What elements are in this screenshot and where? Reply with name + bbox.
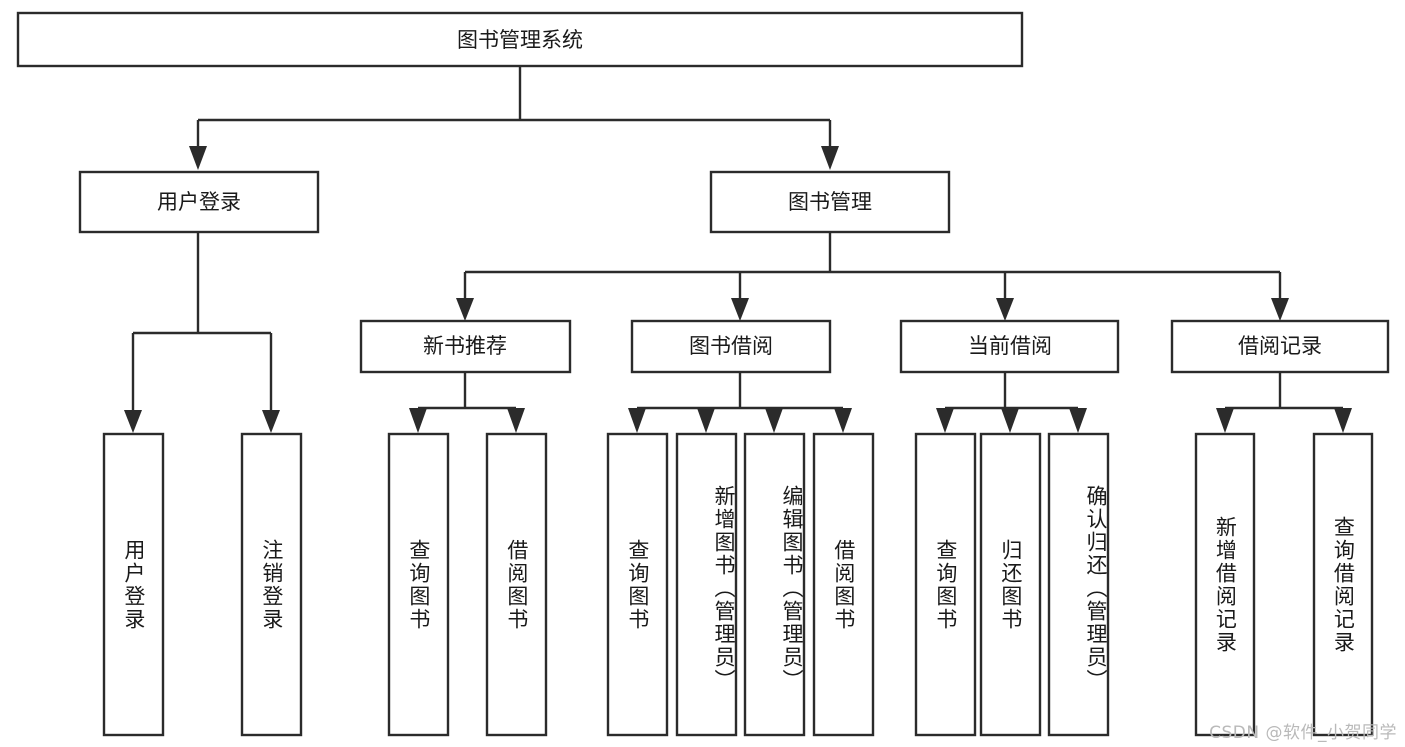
arrow-head-level3-1 (731, 298, 749, 321)
leaf-box-new-book-1[interactable] (485, 432, 548, 737)
arrow-head-leaf-user-login-1 (262, 410, 280, 433)
leaf-box-borrow-record-1[interactable] (1312, 432, 1374, 737)
node-current-borrow-box[interactable] (899, 319, 1120, 374)
connector-group-new-book (409, 372, 525, 433)
arrow-head-leaf-bookborrow-1 (697, 408, 715, 433)
arrow-head-level3-2 (996, 298, 1014, 321)
arrow-head-leaf-newbook-0 (409, 408, 427, 433)
arrow-head-leaf-bookborrow-3 (834, 408, 852, 433)
node-borrow-record-box[interactable] (1170, 319, 1390, 374)
leaf-box-book-borrow-0[interactable] (606, 432, 669, 737)
arrow-head-leaf-borrowrecord-1 (1334, 408, 1352, 433)
leaf-box-current-borrow-1[interactable] (979, 432, 1042, 737)
leaf-box-user-login-0[interactable] (102, 432, 165, 737)
leaf-box-borrow-record-0[interactable] (1194, 432, 1256, 737)
connector-group-borrow-record (1216, 372, 1352, 433)
node-root-box[interactable] (16, 11, 1024, 68)
arrow-head-leaf-newbook-1 (507, 408, 525, 433)
arrow-head-leaf-borrowrecord-0 (1216, 408, 1234, 433)
node-book-borrow-box[interactable] (630, 319, 832, 374)
arrow-head-leaf-currentborrow-0 (936, 408, 954, 433)
leaf-box-current-borrow-2[interactable] (1047, 432, 1110, 737)
node-new-book-recommend-box[interactable] (359, 319, 572, 374)
node-book-borrow-label: 图书借阅 (689, 334, 773, 358)
arrow-head-level3-3 (1271, 298, 1289, 321)
node-book-management-box[interactable] (709, 170, 951, 234)
leaf-box-book-borrow-1[interactable] (675, 432, 738, 737)
leaf-box-book-borrow-3[interactable] (812, 432, 875, 737)
node-new-book-recommend-label: 新书推荐 (423, 334, 507, 358)
connector-group-user-login (124, 232, 280, 433)
connector-group-book-borrow (628, 372, 852, 433)
leaf-box-book-borrow-2[interactable] (743, 432, 806, 737)
arrow-head-book-mgmt (821, 146, 839, 170)
csdn-watermark: CSDN @软件_小贺同学 (1209, 723, 1397, 743)
arrow-head-leaf-user-login-0 (124, 410, 142, 433)
arrow-head-leaf-bookborrow-2 (765, 408, 783, 433)
connector-group-current-borrow (936, 372, 1087, 433)
node-borrow-record-label: 借阅记录 (1238, 334, 1322, 358)
leaf-box-new-book-0[interactable] (387, 432, 450, 737)
arrow-head-leaf-currentborrow-1 (1001, 408, 1019, 433)
arrow-head-leaf-currentborrow-2 (1069, 408, 1087, 433)
connector-group-book-mgmt (456, 232, 1289, 321)
node-root-label: 图书管理系统 (457, 28, 583, 52)
arrow-head-leaf-bookborrow-0 (628, 408, 646, 433)
node-book-management-label: 图书管理 (788, 190, 872, 214)
node-user-login-label: 用户登录 (157, 190, 241, 214)
arrow-head-user-login (189, 146, 207, 170)
node-current-borrow-label: 当前借阅 (968, 334, 1052, 358)
leaf-box-current-borrow-0[interactable] (914, 432, 977, 737)
connector-group-root (189, 66, 839, 170)
leaf-box-user-login-1[interactable] (240, 432, 303, 737)
arrow-head-level3-0 (456, 298, 474, 321)
node-user-login-box[interactable] (78, 170, 320, 234)
